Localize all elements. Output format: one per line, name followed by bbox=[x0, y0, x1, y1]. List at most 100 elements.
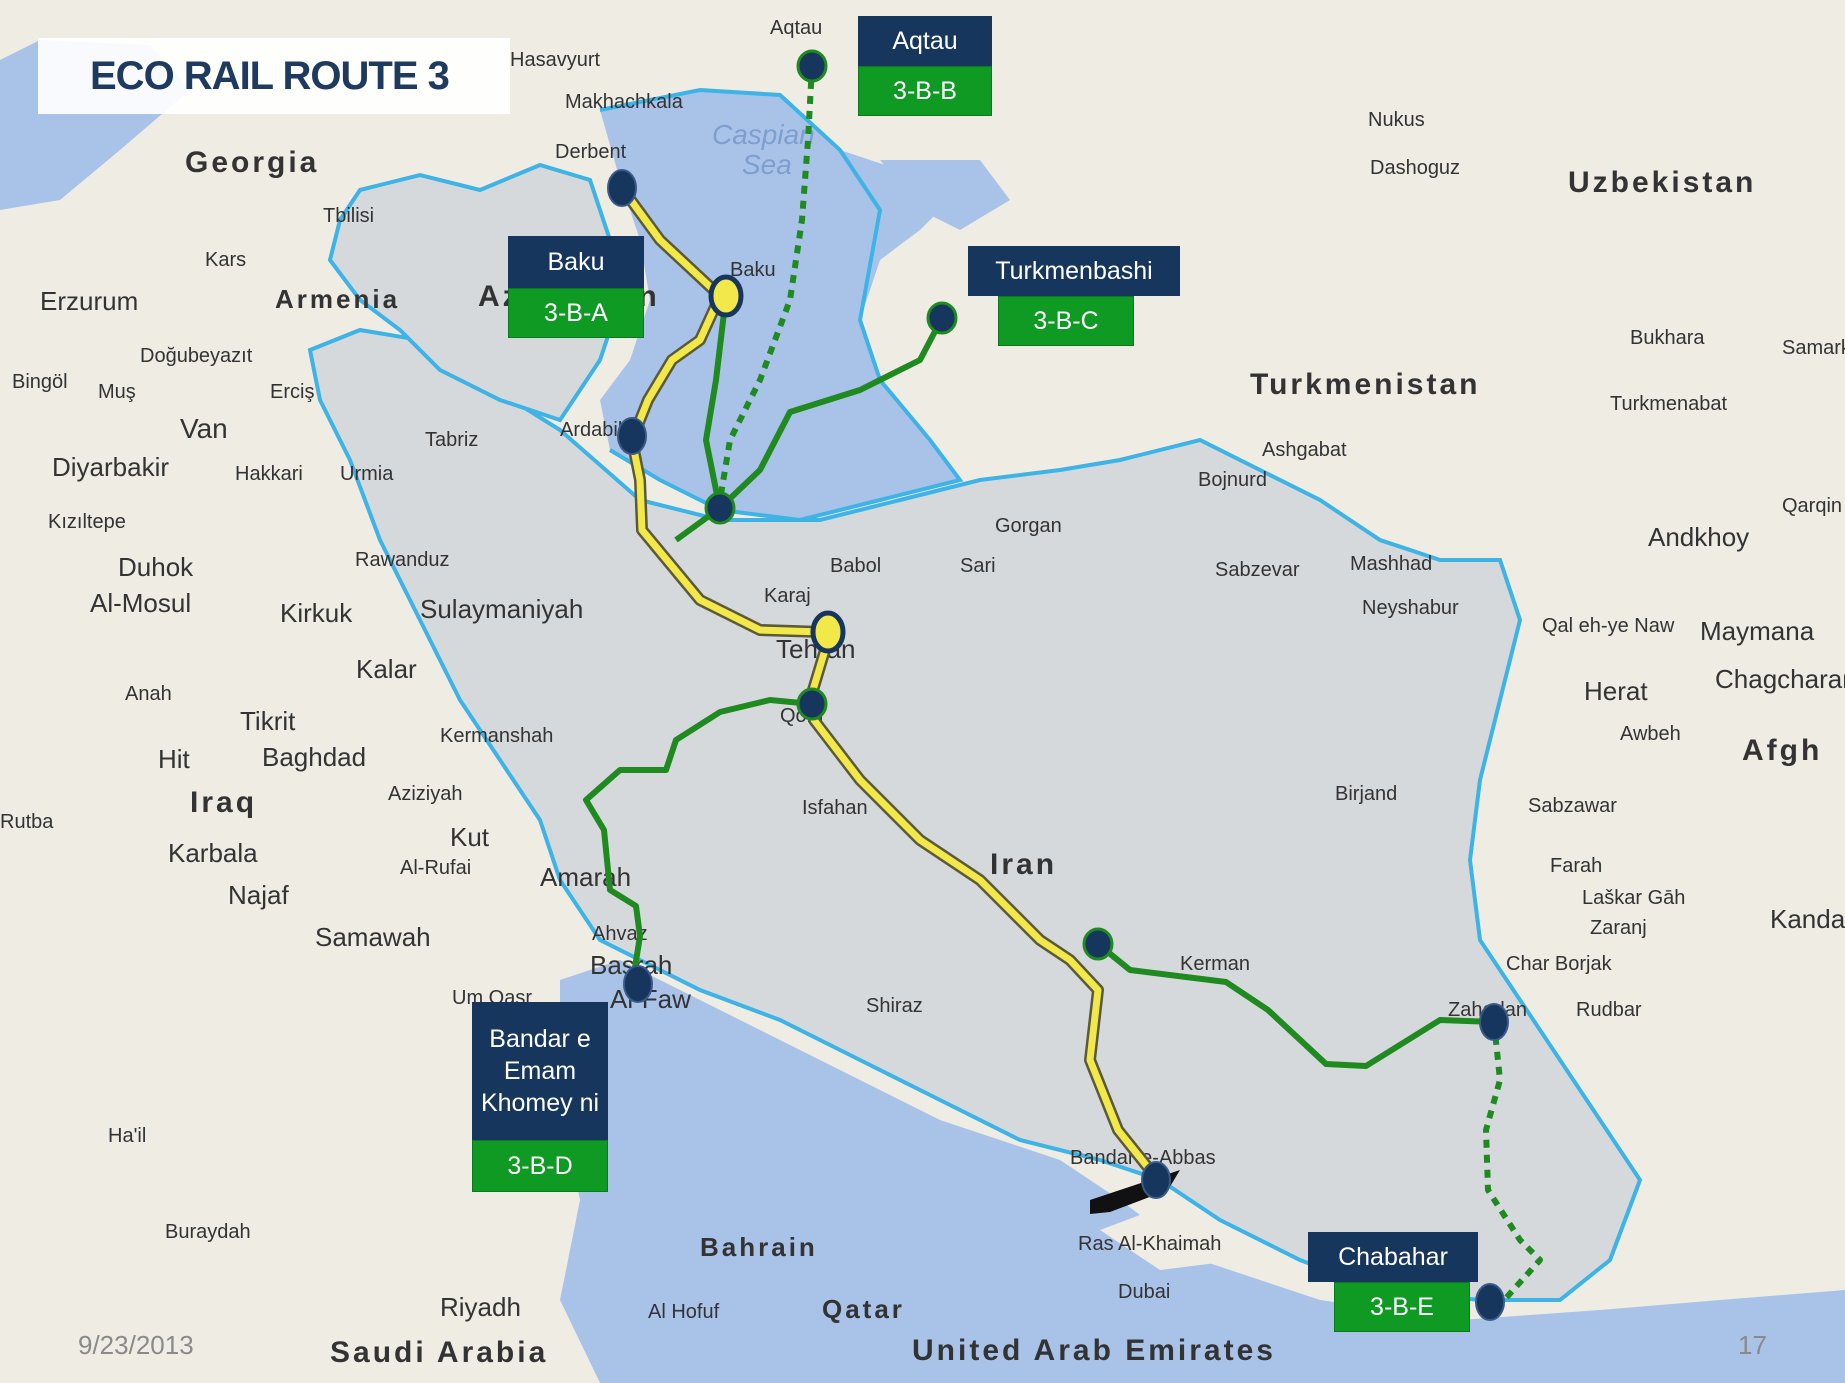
label-bandar-code: 3-B-D bbox=[472, 1140, 608, 1192]
place-baghdad: Baghdad bbox=[262, 742, 366, 772]
node-bafgh[interactable] bbox=[1082, 927, 1114, 961]
place-amarah: Amarah bbox=[540, 862, 631, 892]
place-shiraz: Shiraz bbox=[866, 995, 923, 1017]
country-afghanistan: Afgh bbox=[1742, 734, 1822, 767]
country-iran: Iran bbox=[990, 848, 1057, 881]
place-mus: Muş bbox=[98, 381, 136, 403]
label-bandar-name: Bandar e Emam Khomey ni bbox=[472, 1002, 608, 1140]
place-najaf: Najaf bbox=[228, 880, 289, 910]
node-bandar-emam[interactable] bbox=[623, 965, 653, 1003]
place-zaranj: Zaranj bbox=[1590, 917, 1647, 939]
place-bukhara: Bukhara bbox=[1630, 327, 1705, 349]
node-tehran[interactable] bbox=[810, 610, 846, 654]
node-rasht[interactable] bbox=[704, 491, 736, 525]
place-baku: Baku bbox=[730, 259, 776, 281]
label-bandar: Bandar e Emam Khomey ni 3-B-D bbox=[472, 1002, 608, 1192]
place-hasavyurt: Hasavyurt bbox=[510, 49, 600, 71]
place-ashgabat: Ashgabat bbox=[1262, 439, 1347, 461]
place-kiziltepe: Kızıltepe bbox=[48, 511, 126, 533]
place-mashhad: Mashhad bbox=[1350, 553, 1432, 575]
place-char-borjak: Char Borjak bbox=[1506, 953, 1613, 975]
label-aqtau-name: Aqtau bbox=[858, 16, 992, 66]
node-bandar-abbas[interactable] bbox=[1141, 1161, 1171, 1199]
footer-page-number: 17 bbox=[1738, 1330, 1767, 1360]
country-qatar: Qatar bbox=[822, 1294, 905, 1324]
place-hakkari: Hakkari bbox=[235, 463, 303, 485]
place-makhachkala: Makhachkala bbox=[565, 91, 684, 113]
place-sabzevar: Sabzevar bbox=[1215, 559, 1300, 581]
place-farah: Farah bbox=[1550, 855, 1602, 877]
place-kandahar: Kandahar bbox=[1770, 904, 1845, 934]
node-baku[interactable] bbox=[708, 274, 744, 318]
label-baku: Baku 3-B-A bbox=[508, 236, 644, 338]
place-urmia: Urmia bbox=[340, 463, 394, 485]
branch-chabahar bbox=[1483, 1021, 1543, 1301]
branch-turkmenbashi bbox=[717, 316, 945, 511]
place-karbala: Karbala bbox=[168, 838, 258, 868]
node-turkmenbashi[interactable] bbox=[926, 301, 958, 335]
place-chagcharan: Chagcharan bbox=[1715, 664, 1845, 694]
place-birjand: Birjand bbox=[1335, 783, 1397, 805]
node-zahedan[interactable] bbox=[1479, 1003, 1509, 1041]
kara-bogaz bbox=[880, 160, 1010, 230]
place-kars: Kars bbox=[205, 249, 246, 271]
place-sabzawar: Sabzawar bbox=[1528, 795, 1617, 817]
country-uae: United Arab Emirates bbox=[912, 1334, 1276, 1367]
country-turkmenistan: Turkmenistan bbox=[1250, 368, 1481, 401]
place-karaj: Karaj bbox=[764, 585, 811, 607]
iran-border bbox=[307, 327, 1643, 1302]
node-chabahar[interactable] bbox=[1475, 1283, 1505, 1321]
place-qal-eh-ye-naw: Qal eh-ye Naw bbox=[1542, 615, 1675, 637]
place-dashoguz: Dashoguz bbox=[1370, 157, 1460, 179]
title-box: ECO RAIL ROUTE 3 bbox=[38, 38, 510, 114]
node-qom[interactable] bbox=[796, 687, 828, 721]
place-hit: Hit bbox=[158, 744, 191, 774]
place-van: Van bbox=[180, 413, 228, 444]
place-ardabil: Ardabil bbox=[560, 419, 622, 441]
label-chabahar: Chabahar 3-B-E bbox=[1308, 1232, 1478, 1332]
place-samawah: Samawah bbox=[315, 922, 431, 952]
place-buraydah: Buraydah bbox=[165, 1221, 251, 1243]
place-samarkand: Samarkand bbox=[1782, 337, 1845, 359]
node-derbent[interactable] bbox=[607, 169, 637, 207]
node-astara[interactable] bbox=[617, 417, 647, 455]
place-ras-al-khaimah: Ras Al-Khaimah bbox=[1078, 1233, 1221, 1255]
route-nodes bbox=[607, 49, 1509, 1321]
country-saudi-arabia: Saudi Arabia bbox=[330, 1336, 548, 1369]
place-derbent: Derbent bbox=[555, 141, 627, 163]
place-kalar: Kalar bbox=[356, 654, 417, 684]
label-chabahar-code: 3-B-E bbox=[1334, 1282, 1470, 1332]
place-anah: Anah bbox=[125, 683, 172, 705]
place-bojnurd: Bojnurd bbox=[1198, 469, 1267, 491]
place-al-hofuf: Al Hofuf bbox=[648, 1301, 720, 1323]
azerbaijan-border bbox=[327, 162, 623, 423]
place-tabriz: Tabriz bbox=[425, 429, 478, 451]
place-awbeh: Awbeh bbox=[1620, 723, 1681, 745]
place-riyadh: Riyadh bbox=[440, 1292, 521, 1322]
country-iraq: Iraq bbox=[190, 786, 257, 819]
place-aziziyah: Aziziyah bbox=[388, 783, 462, 805]
branch-bandar bbox=[583, 697, 813, 987]
place-laskar-gah: Laškar Gāh bbox=[1582, 887, 1685, 909]
node-aqtau[interactable] bbox=[796, 49, 828, 83]
place-turkmenabat: Turkmenabat bbox=[1610, 393, 1728, 415]
place-babol: Babol bbox=[830, 555, 881, 577]
place-nukus: Nukus bbox=[1368, 109, 1425, 131]
label-baku-code: 3-B-A bbox=[508, 288, 644, 338]
place-diyarbakir: Diyarbakir bbox=[52, 452, 169, 482]
label-chabahar-name: Chabahar bbox=[1308, 1232, 1478, 1282]
place-kermanshah: Kermanshah bbox=[440, 725, 553, 747]
place-qarqin: Qarqin bbox=[1782, 495, 1842, 517]
place-ahvaz: Ahvaz bbox=[592, 923, 648, 945]
place-bingol: Bingöl bbox=[12, 371, 68, 393]
place-rudbar: Rudbar bbox=[1576, 999, 1642, 1021]
footer-date: 9/23/2013 bbox=[78, 1330, 194, 1360]
country-bahrain: Bahrain bbox=[700, 1232, 818, 1262]
label-aqtau-code: 3-B-B bbox=[858, 66, 992, 116]
persian-gulf bbox=[560, 960, 1845, 1383]
label-baku-name: Baku bbox=[508, 236, 644, 288]
place-maymana: Maymana bbox=[1700, 616, 1815, 646]
place-duhok: Duhok bbox=[118, 552, 194, 582]
place-dubai: Dubai bbox=[1118, 1281, 1170, 1303]
